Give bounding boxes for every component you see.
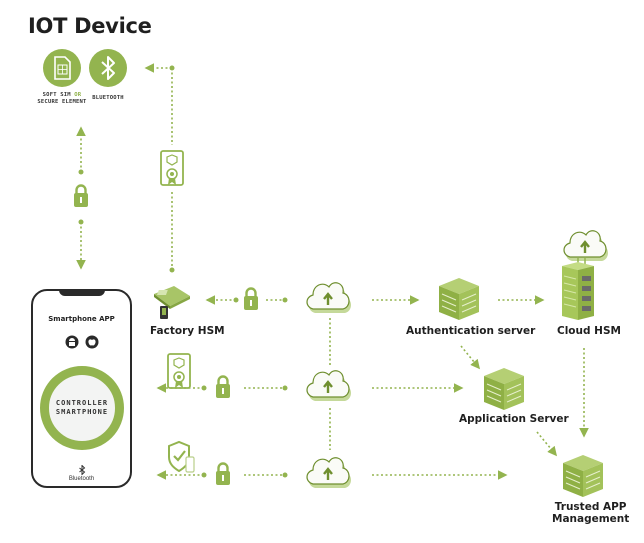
- lock-icon: [216, 375, 230, 398]
- cloud-hsm-label: Cloud HSM: [557, 325, 621, 337]
- phone-notch: [58, 289, 105, 296]
- factory-hsm-icon: [154, 286, 190, 319]
- android-icon: [65, 335, 79, 349]
- lock-icon: [244, 287, 258, 310]
- trusted-app-management-label: Trusted APP Management: [552, 501, 630, 525]
- cloud-upload-icon: [306, 282, 351, 313]
- diagram-title: IOT Device: [28, 14, 152, 38]
- shield-check-icon: [168, 440, 195, 473]
- bluetooth-icon: [89, 49, 127, 87]
- apple-icon: [85, 335, 99, 349]
- sim-label: SOFT SIM OR SECURE ELEMENT: [37, 92, 87, 105]
- cloud-upload-icon: [306, 457, 351, 488]
- controller-smartphone-ring: CONTROLLER SMARTPHONE: [40, 366, 124, 450]
- factory-hsm-label: Factory HSM: [150, 325, 225, 337]
- sim-card-icon: [43, 49, 81, 87]
- phone-bluetooth-label: Bluetooth: [68, 476, 95, 482]
- certificate-icon: [167, 353, 191, 389]
- cloud-hsm-icon: [562, 258, 594, 320]
- cloud-upload-icon: [563, 230, 608, 261]
- line-app-trusted: [536, 431, 558, 457]
- bluetooth-label: BLUETOOTH: [92, 95, 124, 101]
- lock-icon: [216, 462, 230, 485]
- application-server-label: Application Server: [459, 413, 569, 425]
- authentication-server-icon: [439, 278, 479, 320]
- line-auth-app: [460, 345, 481, 370]
- trusted-app-management-icon: [563, 455, 603, 497]
- cloud-upload-icon: [306, 370, 351, 401]
- application-server-icon: [484, 368, 524, 410]
- smartphone: Smartphone APP CONTROLLER SMARTPHONE Blu…: [31, 289, 132, 488]
- lock-icon: [74, 184, 88, 207]
- certificate-icon: [160, 150, 184, 186]
- authentication-server-label: Authentication server: [406, 325, 536, 337]
- smartphone-app-label: Smartphone APP: [48, 315, 115, 323]
- bluetooth-small-icon: [79, 465, 86, 475]
